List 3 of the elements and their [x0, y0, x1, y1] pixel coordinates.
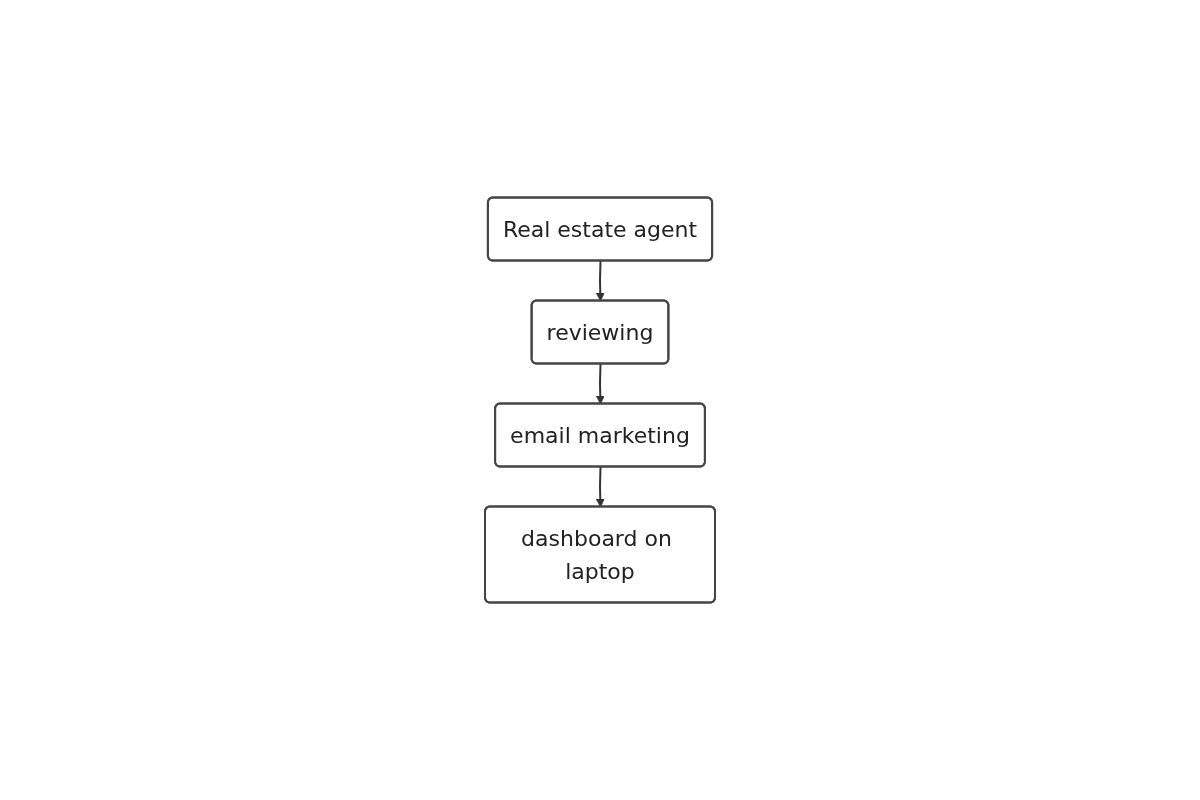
arrow: [595, 363, 605, 405]
arrow: [595, 466, 605, 508]
arrow: [595, 260, 605, 302]
